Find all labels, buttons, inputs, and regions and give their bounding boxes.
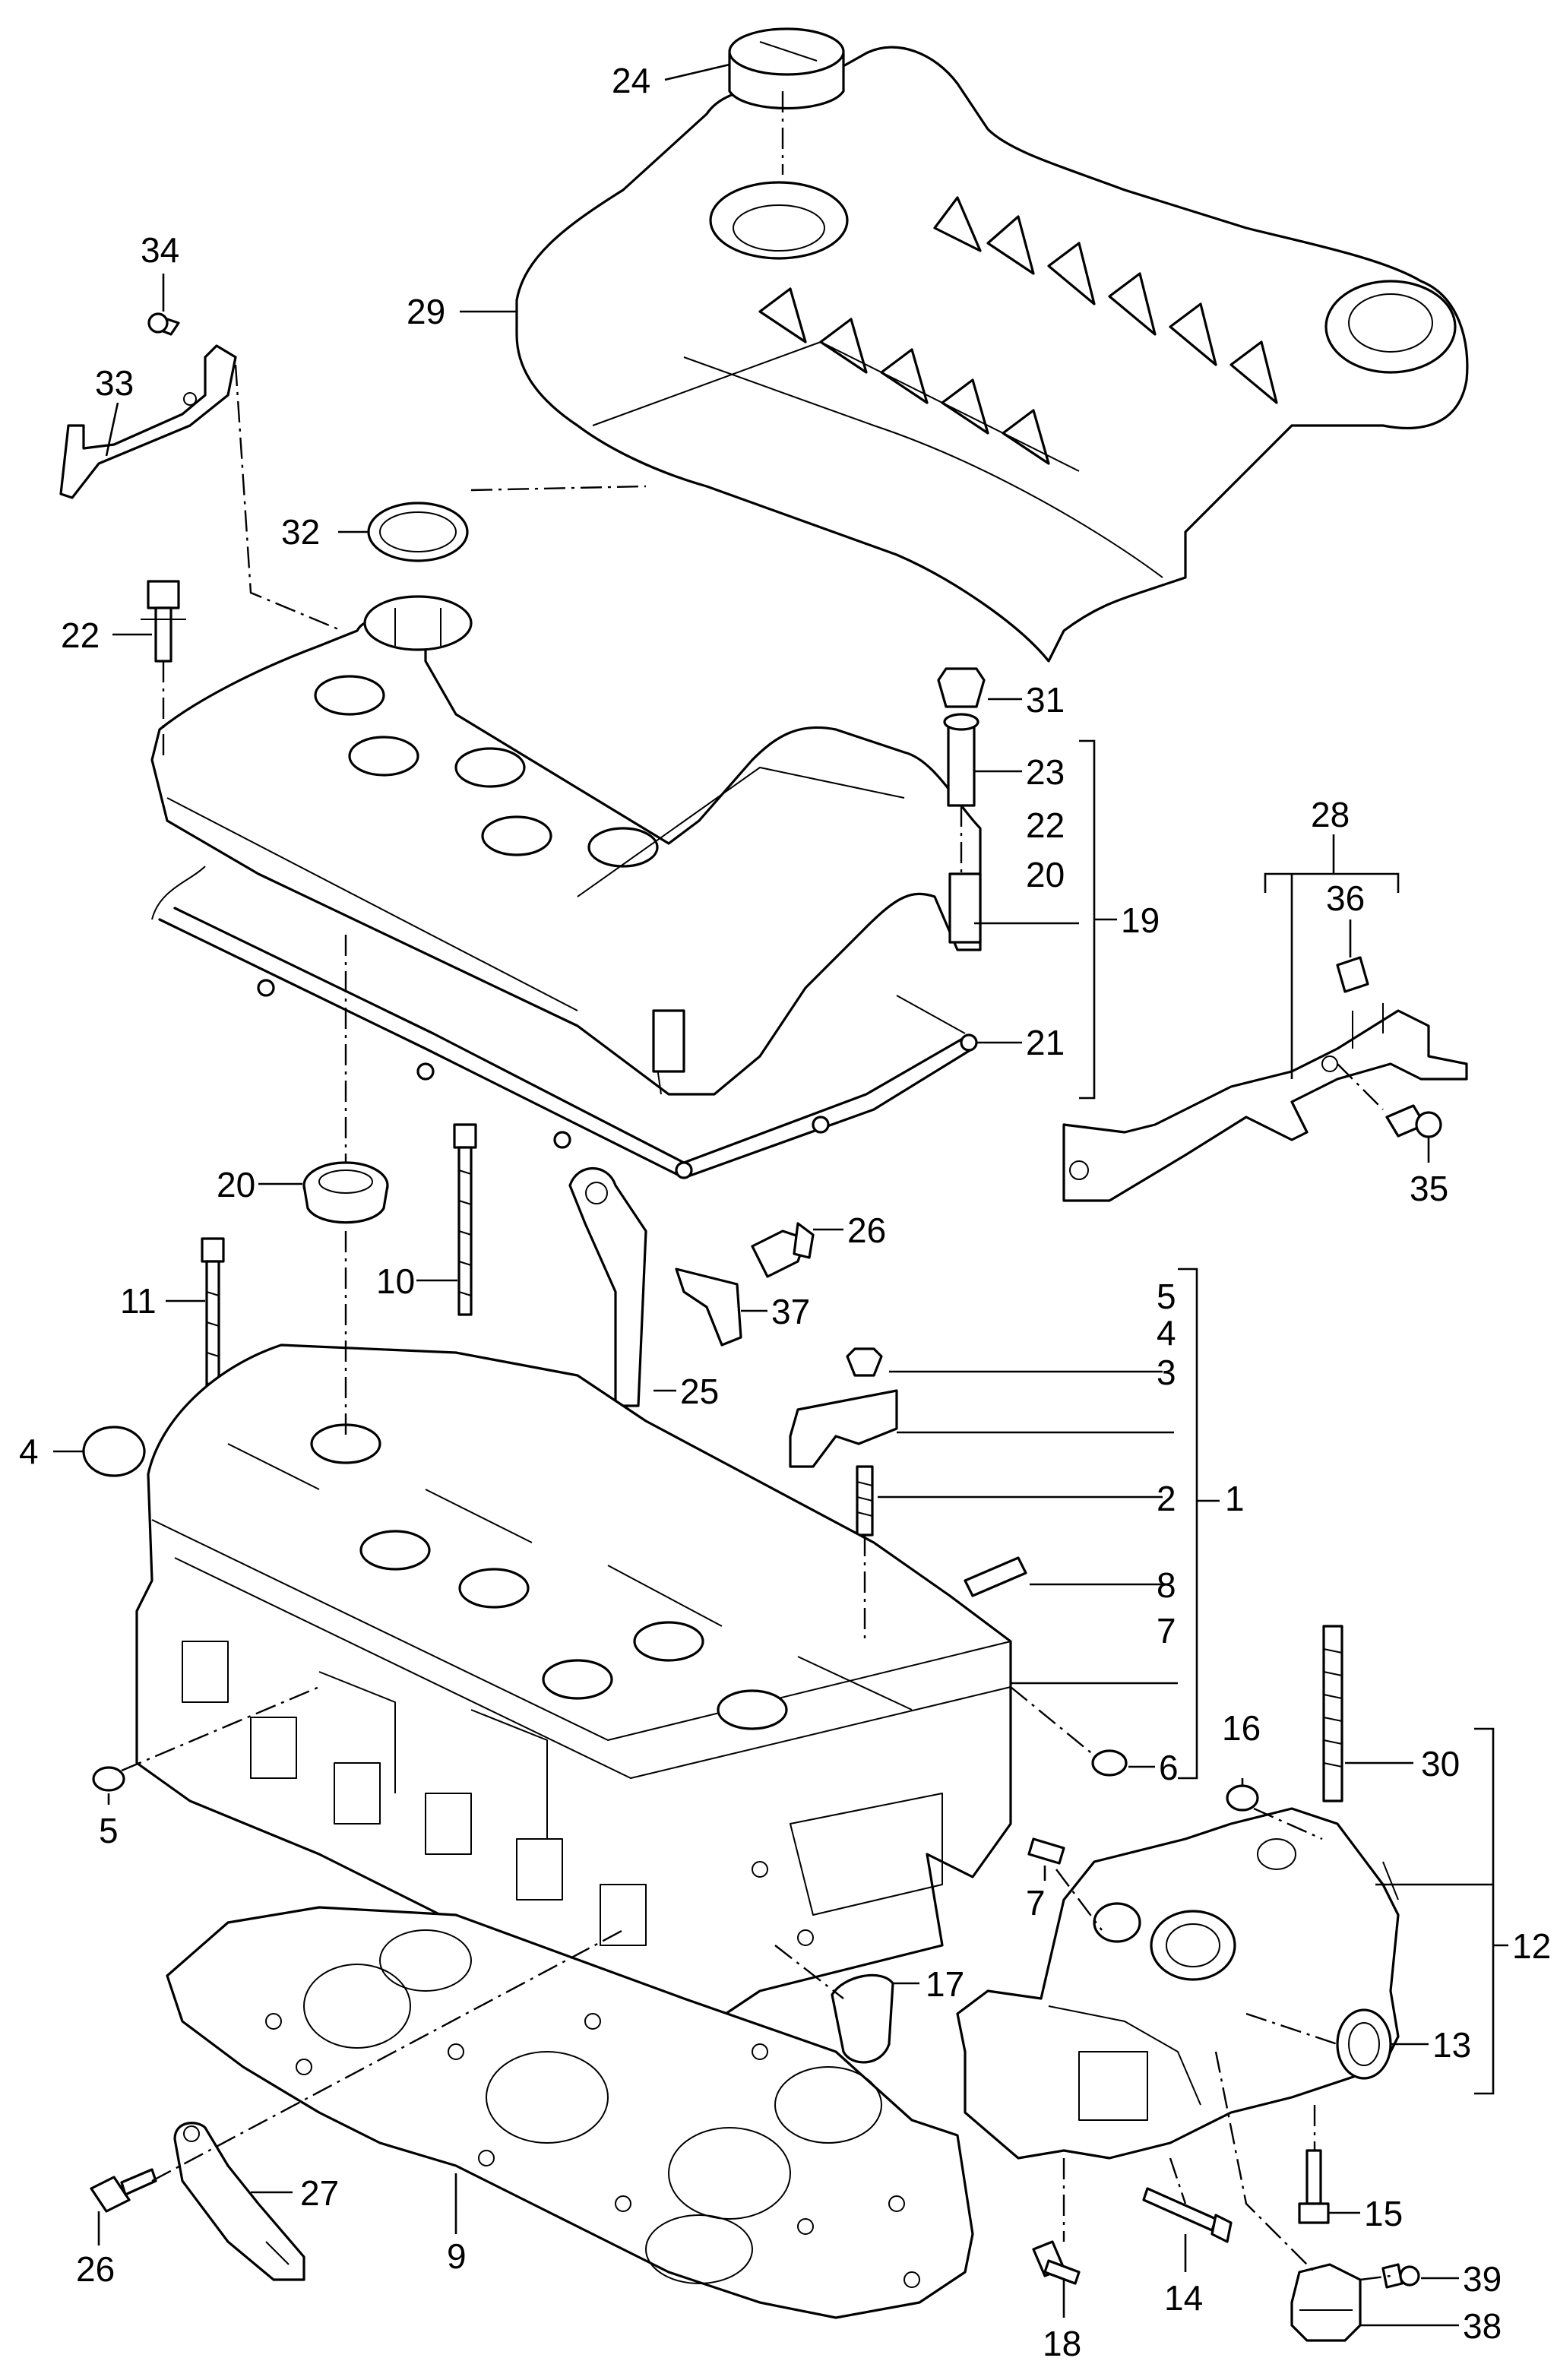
callout-21: 21 — [1026, 1023, 1065, 1062]
callout-30: 30 — [1421, 1744, 1460, 1783]
sealing-plug — [82, 1426, 146, 1477]
callout-7-lower: 7 — [1026, 1883, 1046, 1923]
callout-13: 13 — [1432, 2025, 1471, 2065]
bolt-14 — [1142, 2187, 1233, 2243]
callout-3: 3 — [1157, 1353, 1176, 1392]
callout-20-lower: 20 — [217, 1165, 255, 1204]
callout-18: 18 — [1043, 2324, 1081, 2363]
cover-bolt — [141, 580, 186, 663]
stud — [964, 1556, 1027, 1597]
callout-33: 33 — [95, 363, 134, 403]
callout-35: 35 — [1410, 1169, 1448, 1208]
callout-29: 29 — [407, 292, 445, 331]
callout-9: 9 — [447, 2236, 467, 2276]
callout-10: 10 — [376, 1261, 415, 1301]
valve-cover — [150, 595, 982, 1096]
bolt-18 — [1032, 2240, 1081, 2285]
engine-cover — [515, 46, 1469, 663]
callout-12: 12 — [1512, 1926, 1551, 1966]
sensor-bolt — [1381, 2263, 1420, 2289]
leader-lines — [53, 63, 1508, 2327]
callout-labels: 24 29 34 33 32 22 31 23 22 20 19 21 28 3… — [19, 61, 1551, 2363]
plug-small-right — [1091, 1749, 1128, 1777]
bolt-15 — [1298, 2149, 1330, 2224]
bracket-bolt — [1385, 1104, 1442, 1138]
head-gasket — [166, 1906, 974, 2319]
timing-housing — [956, 1807, 1400, 2160]
callout-24: 24 — [612, 61, 650, 100]
callout-4-right: 4 — [1157, 1313, 1176, 1353]
callout-16: 16 — [1222, 1708, 1261, 1748]
alignment-lines — [121, 91, 1391, 2281]
callout-26-lower: 26 — [76, 2249, 115, 2289]
callout-20-upper: 20 — [1026, 855, 1065, 894]
callout-17: 17 — [926, 1964, 964, 2004]
callout-2: 2 — [1157, 1479, 1176, 1518]
oil-filler-cap — [728, 27, 845, 110]
bracket-small — [675, 1268, 742, 1347]
bracket-lower-left — [173, 2122, 305, 2281]
bracket-upper-left — [59, 312, 237, 499]
callout-25: 25 — [680, 1372, 719, 1411]
seal-gasket — [831, 1973, 894, 2064]
head-bolt-long — [453, 1123, 477, 1316]
callout-27: 27 — [300, 2173, 339, 2213]
callout-39: 39 — [1463, 2259, 1502, 2299]
cover-bolt-sleeve — [937, 667, 986, 807]
callout-11: 11 — [120, 1281, 157, 1321]
callout-5-right: 5 — [1157, 1277, 1176, 1316]
lifting-eye — [568, 1167, 647, 1407]
valve-cover-gasket — [151, 866, 978, 1179]
callout-7-right: 7 — [1157, 1611, 1176, 1650]
o-ring — [1226, 1784, 1259, 1812]
callout-19: 19 — [1121, 900, 1160, 940]
callout-34: 34 — [141, 230, 179, 270]
plug-small — [92, 1766, 125, 1792]
callout-1: 1 — [1225, 1479, 1245, 1518]
bracket-right — [1062, 956, 1468, 1202]
callout-6: 6 — [1159, 1748, 1179, 1787]
callout-22-left: 22 — [61, 616, 100, 655]
callout-26-upper: 26 — [847, 1211, 886, 1250]
callout-28: 28 — [1311, 795, 1350, 834]
callout-37: 37 — [771, 1292, 810, 1331]
sensor — [1290, 2263, 1362, 2342]
callout-31: 31 — [1026, 680, 1065, 720]
shaft-seal — [1336, 2008, 1392, 2080]
callout-23: 23 — [1026, 752, 1065, 792]
bolt-lower-left — [90, 2168, 157, 2213]
callout-5-left: 5 — [99, 1811, 119, 1850]
callout-38: 38 — [1463, 2306, 1502, 2346]
callout-14: 14 — [1164, 2278, 1203, 2318]
callout-36: 36 — [1326, 878, 1365, 918]
long-stud — [1322, 1625, 1343, 1802]
bolt-upper — [751, 1222, 815, 1278]
dowel-pin — [1027, 1837, 1065, 1865]
callout-22-right: 22 — [1026, 805, 1065, 845]
callout-4-left: 4 — [19, 1432, 39, 1471]
callout-15: 15 — [1364, 2194, 1403, 2233]
callout-32: 32 — [281, 512, 320, 552]
camshaft-bearing-cap — [789, 1347, 898, 1537]
spark-plug-seal — [302, 1161, 389, 1224]
callout-8: 8 — [1157, 1565, 1176, 1605]
